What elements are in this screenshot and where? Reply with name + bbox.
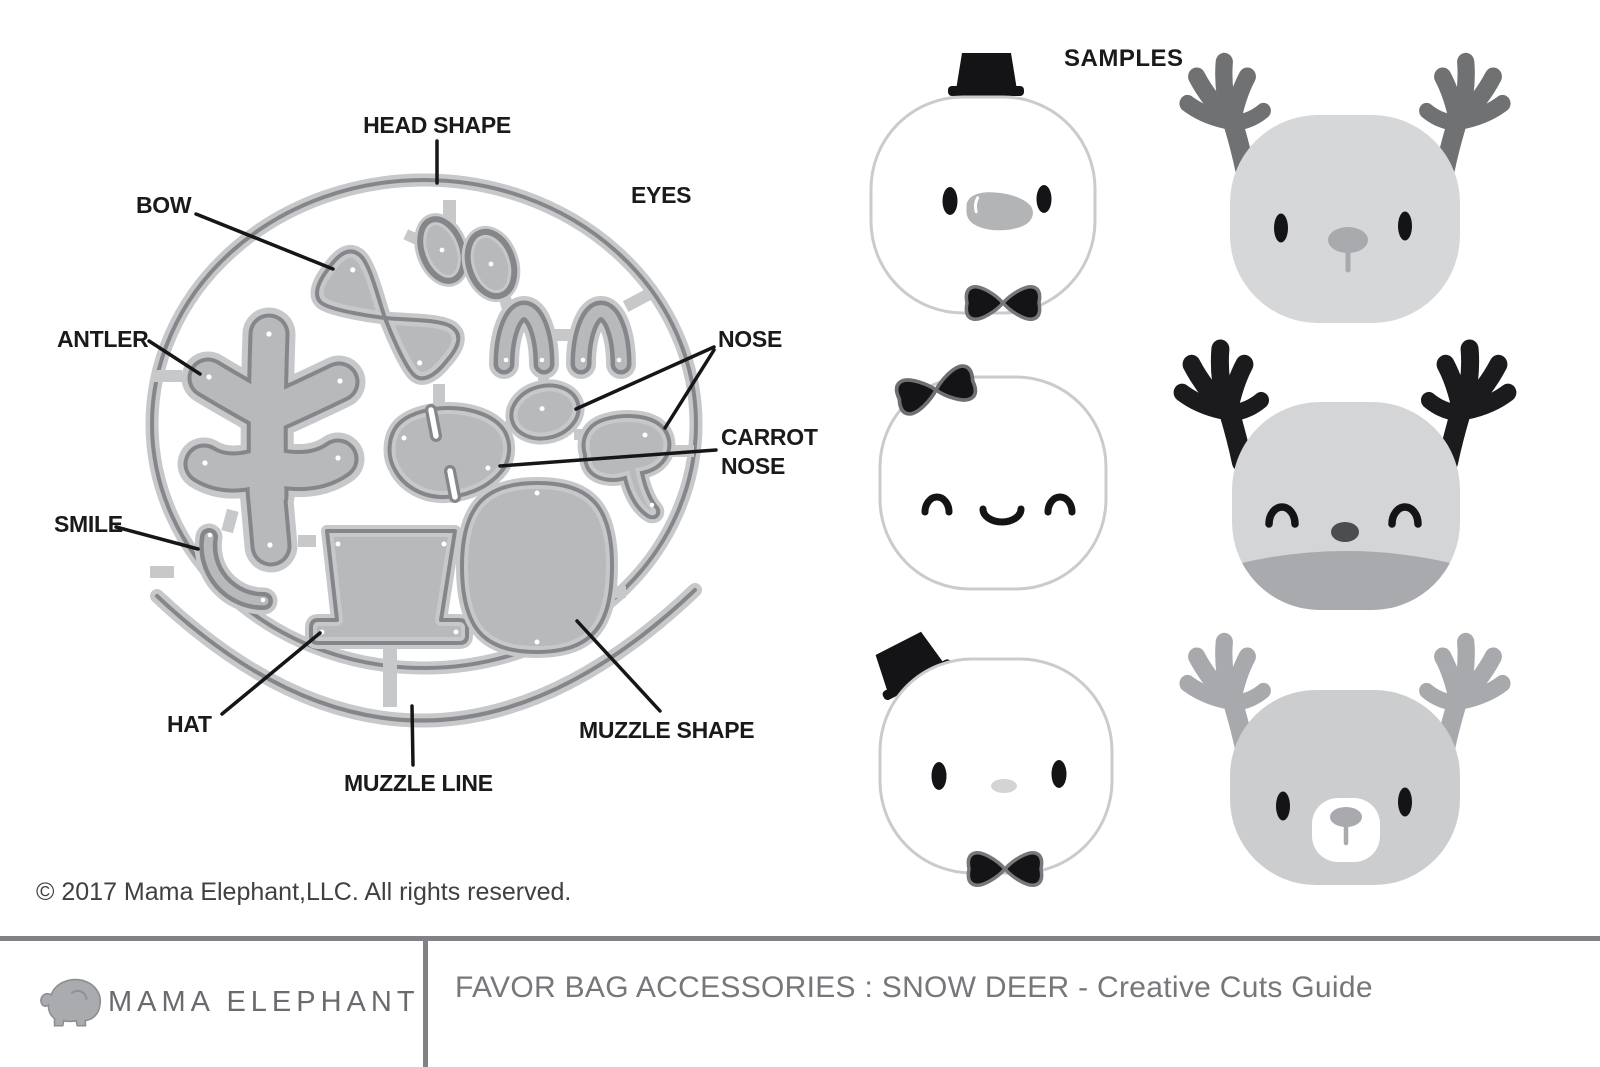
leader-lines: [114, 139, 718, 767]
label-hat: HAT: [167, 711, 212, 737]
eye: [1398, 211, 1412, 241]
brand-name: MAMA ELEPHANT: [108, 986, 420, 1018]
carrot-nose: [966, 192, 1033, 231]
muzzle-line-die: [150, 583, 702, 728]
sample-deer-white-muzzle: [1188, 642, 1503, 885]
stem-nose-die: [577, 410, 676, 524]
sample-snowman-top-hat: [869, 53, 1097, 322]
nose: [1331, 522, 1359, 542]
top-hat-icon: [948, 53, 1024, 96]
sample-deer-black-antlers: [1182, 349, 1508, 610]
eye: [1051, 760, 1067, 788]
label-head-shape: HEAD SHAPE: [363, 112, 511, 138]
footer-title: FAVOR BAG ACCESSORIES : SNOW DEER - Crea…: [455, 971, 1373, 1004]
elephant-icon: [40, 978, 102, 1027]
eyes-die: [414, 213, 521, 303]
sample-snowman-bow: [878, 362, 1108, 591]
label-smile: SMILE: [54, 511, 123, 537]
label-muzzle-line: MUZZLE LINE: [344, 770, 493, 796]
nose: [1330, 807, 1362, 827]
nose: [1328, 227, 1368, 253]
eye: [1274, 213, 1288, 243]
eye: [1276, 791, 1290, 821]
head-shape-die: [145, 173, 703, 675]
deer-head: [1230, 115, 1460, 323]
eye: [931, 762, 947, 790]
samples-title: SAMPLES: [1064, 45, 1184, 72]
footer-rule: [0, 936, 1600, 941]
happy-eye: [921, 493, 953, 516]
muzzle-shade: [1232, 551, 1460, 610]
eye: [942, 187, 958, 215]
samples-panel: [869, 20, 1530, 888]
snowman-face: [878, 375, 1108, 591]
label-bow: BOW: [136, 192, 192, 218]
eye: [1398, 787, 1412, 817]
muzzle-shape-die: [455, 476, 619, 659]
sample-snowman-tilted-hat: [875, 631, 1114, 888]
smile-die: [194, 523, 278, 615]
happy-eyes-die: [489, 296, 636, 379]
die-plate-diagram: [114, 139, 718, 767]
oval-nose-die: [505, 379, 585, 445]
nose: [991, 779, 1017, 793]
copyright-text: © 2017 Mama Elephant,LLC. All rights res…: [36, 878, 572, 906]
label-eyes: EYES: [631, 182, 692, 208]
snowman-face: [878, 657, 1114, 875]
label-nose: NOSE: [718, 326, 782, 352]
sample-deer-gray-antlers: [1188, 62, 1503, 323]
happy-eye: [1388, 503, 1422, 528]
bow-die: [310, 244, 465, 385]
happy-eye: [1265, 503, 1299, 528]
happy-eye: [1044, 493, 1076, 516]
carrot-nose-die: [383, 401, 516, 504]
hat-die: [305, 525, 473, 649]
footer-divider: [423, 941, 428, 1067]
smile: [979, 505, 1025, 526]
label-muzzle-shape: MUZZLE SHAPE: [579, 717, 755, 743]
antler-die: [177, 307, 366, 573]
deer-head: [1230, 690, 1460, 885]
eye: [1036, 185, 1052, 213]
label-carrot-nose: CARROT NOSE: [721, 424, 818, 479]
label-antler: ANTLER: [57, 326, 149, 352]
